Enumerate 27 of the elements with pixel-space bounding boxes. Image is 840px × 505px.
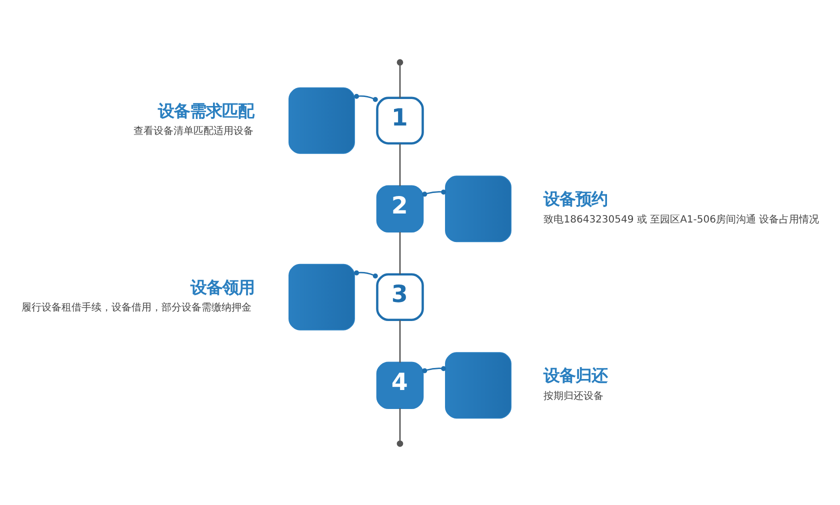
node-box: 2 [376,184,424,232]
node-label: 履行设备租借手续，设备借用，部分设备需缴纳押金 [21,302,252,314]
node-box [445,175,512,242]
node-label: 查看设备清单匹配适用设备 [133,126,254,137]
connector [399,64,401,98]
node-label: 设备归还 [544,366,608,385]
connector [399,143,401,186]
connector [354,270,378,278]
node-label: 设备预约 [544,189,608,208]
connector [354,93,378,102]
node-label: 按期归还设备 [544,390,604,402]
node-box [445,352,512,418]
node-label: 设备领用 [190,277,255,296]
node-circle [396,440,404,446]
node-label: 设备需求匹配 [158,100,254,120]
connector [422,189,446,196]
connector [422,366,446,373]
node-box [288,263,355,330]
node-circle [396,58,404,66]
node-box: 3 [376,272,424,321]
connector [399,320,401,362]
connector [399,408,401,440]
node-box: 1 [376,96,424,144]
connector [399,232,401,274]
node-box [288,86,355,154]
node-label: 致电18643230549 或 至园区A1-506房间沟通 设备占用情况 [544,214,820,225]
node-box: 4 [376,361,424,409]
